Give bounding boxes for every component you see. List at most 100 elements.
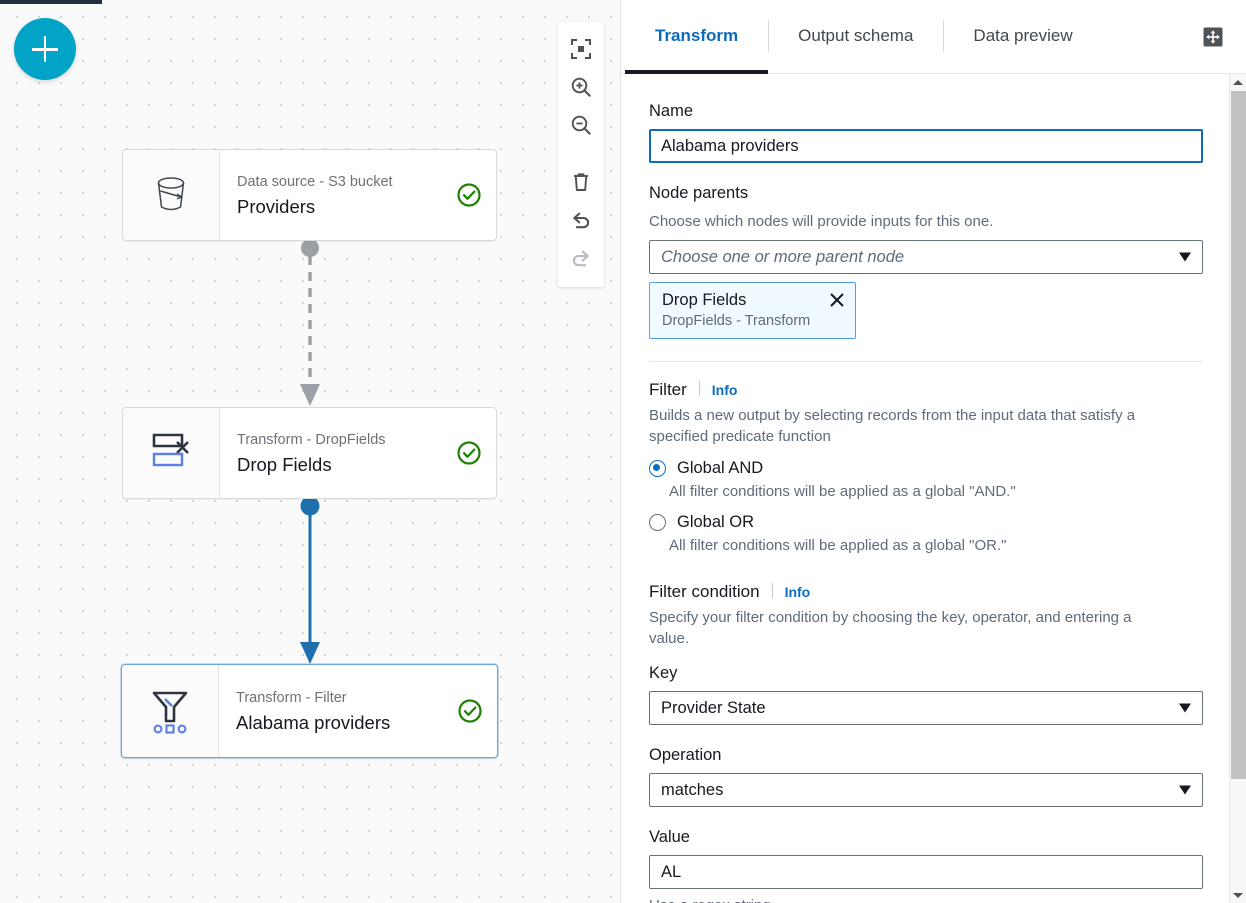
- undo-button[interactable]: [564, 201, 598, 239]
- filter-condition-description: Specify your filter condition by choosin…: [649, 609, 1132, 647]
- node-icon-container: [123, 408, 220, 498]
- job-graph-canvas[interactable]: Data source - S3 bucket Providers: [0, 0, 620, 903]
- delete-button[interactable]: [564, 163, 598, 201]
- zoom-out-button[interactable]: [564, 106, 598, 144]
- node-body: Transform - DropFields Drop Fields: [220, 408, 496, 498]
- node-status: [456, 440, 482, 466]
- zoom-in-icon: [571, 77, 591, 97]
- node-body: Data source - S3 bucket Providers: [220, 150, 496, 240]
- filter-condition-header: Filter condition Info: [649, 580, 1205, 603]
- node-kicker: Transform - DropFields: [237, 431, 386, 448]
- radio-global-or-label: Global OR: [677, 513, 755, 531]
- node-title: Drop Fields: [237, 453, 332, 475]
- filter-section-header: Filter Info: [649, 378, 1205, 401]
- node-text: Transform - DropFields Drop Fields: [237, 430, 448, 477]
- value-label: Value: [649, 828, 690, 846]
- panel-vertical-scrollbar[interactable]: [1229, 74, 1246, 903]
- node-transform-filter-alabama-providers[interactable]: Transform - Filter Alabama providers: [121, 664, 498, 758]
- node-parent-chip-drop-fields[interactable]: Drop Fields DropFields - Transform: [649, 282, 856, 339]
- node-parents-label: Node parents: [649, 184, 749, 202]
- node-data-source-providers[interactable]: Data source - S3 bucket Providers: [122, 149, 497, 241]
- node-text: Data source - S3 bucket Providers: [237, 172, 448, 219]
- chip-remove-button[interactable]: [827, 290, 847, 310]
- node-kicker: Transform - Filter: [236, 689, 347, 706]
- key-select-value: Provider State: [661, 698, 766, 717]
- valid-check-icon: [457, 183, 481, 207]
- value-input-value: AL: [661, 863, 682, 881]
- node-parents-select-placeholder: Choose one or more parent node: [661, 247, 905, 266]
- connector-providers-to-dropfields: [300, 239, 320, 406]
- radio-global-or-input[interactable]: [649, 514, 666, 531]
- tab-data-preview-label: Data preview: [973, 26, 1073, 45]
- valid-check-icon: [458, 699, 482, 723]
- triangle-up-icon: [1233, 79, 1243, 85]
- node-parents-description: Choose which nodes will provide inputs f…: [649, 213, 994, 230]
- radio-global-or-description: All filter conditions will be applied as…: [669, 537, 1007, 554]
- expand-fullscreen-icon: [1203, 27, 1223, 47]
- operation-select-value: matches: [661, 780, 724, 799]
- valid-check-icon: [457, 441, 481, 465]
- tab-transform[interactable]: Transform: [625, 0, 769, 74]
- node-text: Transform - Filter Alabama providers: [236, 688, 449, 735]
- panel-form-scroll-area[interactable]: Name Alabama providers Node parents Choo…: [621, 74, 1246, 903]
- node-title: Providers: [237, 195, 316, 217]
- node-body: Transform - Filter Alabama providers: [219, 665, 497, 757]
- node-title: Alabama providers: [236, 711, 391, 733]
- canvas-toolbar: [558, 22, 604, 287]
- redo-icon: [572, 250, 589, 267]
- chip-subtitle: DropFields - Transform: [662, 313, 811, 329]
- node-status: [457, 698, 483, 724]
- chevron-down-icon: [1179, 703, 1191, 713]
- add-node-button[interactable]: [14, 18, 76, 80]
- chevron-down-icon: [1179, 785, 1191, 795]
- tab-data-preview[interactable]: Data preview: [943, 0, 1102, 73]
- close-x-icon: [830, 293, 844, 307]
- fit-to-screen-button[interactable]: [564, 30, 598, 68]
- triangle-down-icon: [1233, 892, 1243, 898]
- scrollbar-thumb[interactable]: [1231, 91, 1246, 779]
- node-status: [456, 182, 482, 208]
- node-icon-container: [123, 150, 220, 240]
- filter-section-title: Filter: [649, 380, 687, 399]
- radio-option-global-and[interactable]: Global AND: [649, 457, 1205, 480]
- name-input-value: Alabama providers: [661, 137, 799, 155]
- drop-fields-icon: [152, 433, 189, 467]
- zoom-in-button[interactable]: [564, 68, 598, 106]
- filter-info-link[interactable]: Info: [698, 381, 737, 398]
- panel-tabbar: Transform Output schema Data preview: [621, 0, 1246, 74]
- filter-condition-title: Filter condition: [649, 582, 760, 601]
- zoom-out-icon: [571, 115, 591, 135]
- key-select[interactable]: Provider State: [649, 691, 1203, 725]
- section-divider: [649, 361, 1203, 362]
- filter-condition-info-link[interactable]: Info: [771, 583, 810, 600]
- plus-icon-vertical: [43, 36, 47, 62]
- operation-label: Operation: [649, 746, 722, 764]
- radio-global-and-input[interactable]: [649, 460, 666, 477]
- top-scrollbar-fragment[interactable]: [0, 0, 102, 4]
- tab-transform-label: Transform: [655, 26, 739, 45]
- scrollbar-down-button[interactable]: [1230, 887, 1246, 903]
- name-input[interactable]: Alabama providers: [649, 129, 1203, 163]
- expand-panel-button[interactable]: [1198, 22, 1228, 52]
- filter-mode-radio-group: Global AND All filter conditions will be…: [649, 457, 1205, 556]
- radio-option-global-or[interactable]: Global OR: [649, 511, 1205, 534]
- chevron-down-icon: [1179, 252, 1191, 262]
- redo-button[interactable]: [564, 239, 598, 277]
- filter-funnel-icon: [152, 691, 188, 734]
- tab-output-schema[interactable]: Output schema: [768, 0, 943, 73]
- node-icon-container: [122, 665, 219, 757]
- node-parents-select[interactable]: Choose one or more parent node: [649, 240, 1203, 274]
- node-details-panel: Transform Output schema Data preview: [620, 0, 1246, 903]
- undo-icon: [573, 212, 590, 229]
- value-hint: Use a regex string.: [649, 895, 1205, 903]
- radio-global-and-description: All filter conditions will be applied as…: [669, 483, 1016, 500]
- value-input[interactable]: AL: [649, 855, 1203, 889]
- node-transform-dropfields[interactable]: Transform - DropFields Drop Fields: [122, 407, 497, 499]
- trash-icon: [574, 173, 588, 191]
- connector-dropfields-to-filter: [300, 496, 320, 664]
- filter-section-description: Builds a new output by selecting records…: [649, 407, 1136, 445]
- scrollbar-up-button[interactable]: [1230, 74, 1246, 90]
- radio-global-and-label: Global AND: [677, 459, 764, 477]
- operation-select[interactable]: matches: [649, 773, 1203, 807]
- chip-title: Drop Fields: [662, 291, 747, 309]
